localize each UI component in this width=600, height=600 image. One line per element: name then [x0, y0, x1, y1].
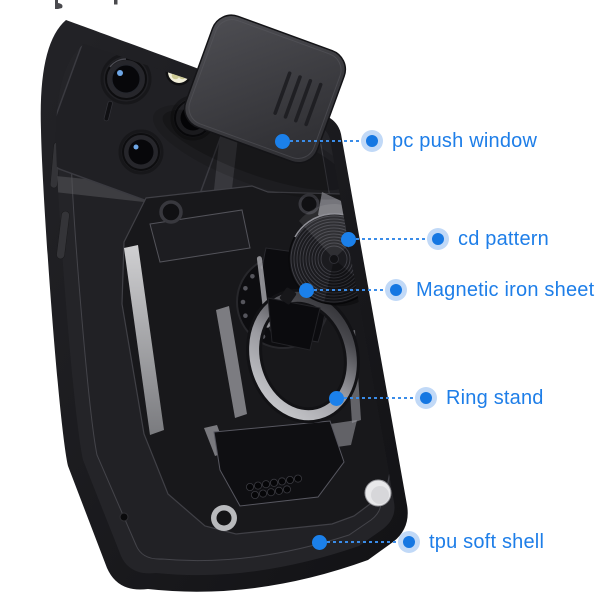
leader-line — [314, 289, 385, 291]
plate-hole-bottom-left — [211, 505, 237, 531]
feature-point-dot — [275, 133, 290, 149]
feature-point-dot — [341, 231, 356, 247]
engraved-line — [103, 100, 113, 122]
callout-magnetic-iron-sheet: Magnetic iron sheet — [299, 277, 594, 303]
grip-texture-dots — [245, 474, 302, 499]
callout-label: cd pattern — [458, 228, 549, 250]
feature-point-dot — [312, 534, 327, 550]
leader-line — [327, 541, 398, 543]
label-marker-dot — [415, 387, 437, 409]
plate-hole-bottom-right — [364, 479, 392, 507]
callout-label: Ring stand — [446, 387, 544, 409]
callout-pc-push-window: pc push window — [275, 128, 537, 154]
side-port-slot — [55, 492, 69, 524]
callout-label: tpu soft shell — [429, 531, 545, 553]
ring-bracket — [267, 297, 321, 351]
callout-ring-stand: Ring stand — [329, 385, 544, 411]
leader-line — [356, 238, 427, 240]
callout-cd-pattern: cd pattern — [341, 226, 549, 252]
cropped-text-artifact — [55, 0, 118, 9]
leader-line — [290, 140, 361, 142]
plate-hole-top-right — [298, 193, 320, 215]
plate-bottom-recess — [213, 420, 345, 507]
label-marker-dot — [385, 279, 407, 301]
feature-point-dot — [329, 390, 344, 406]
callout-label: pc push window — [392, 130, 538, 152]
feature-point-dot — [299, 282, 314, 298]
push-window-cover — [183, 14, 347, 164]
case-interior — [55, 44, 395, 535]
callout-tpu-soft-shell: tpu soft shell — [312, 529, 544, 555]
plate-hole-top-left — [159, 200, 183, 224]
leader-line — [344, 397, 415, 399]
camera-lens-3 — [118, 129, 164, 175]
label-marker-dot — [398, 531, 420, 553]
label-marker-dot — [427, 228, 449, 250]
label-marker-dot — [361, 130, 383, 152]
camera-lens-1 — [100, 53, 152, 105]
grip-lines — [273, 71, 323, 127]
callout-label: Magnetic iron sheet — [416, 279, 595, 301]
mic-hole — [119, 512, 129, 522]
